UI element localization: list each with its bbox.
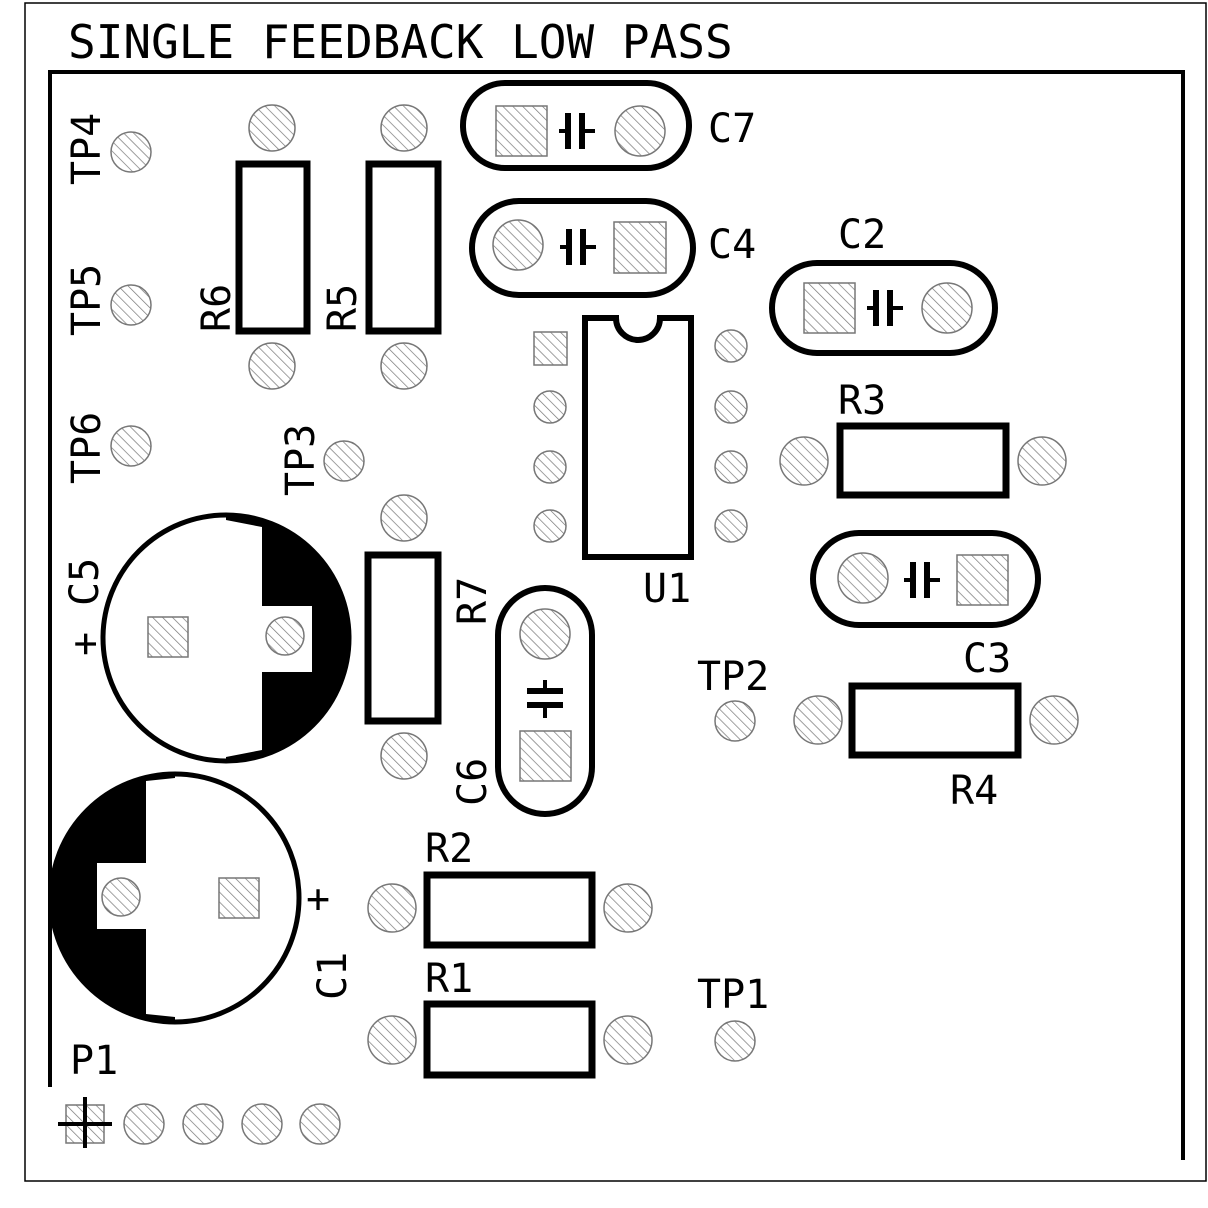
pad bbox=[380, 732, 428, 780]
capacitor-c4: C4 bbox=[469, 198, 756, 298]
pad bbox=[793, 695, 843, 745]
pad bbox=[323, 440, 365, 482]
pad-square bbox=[218, 877, 260, 919]
pad bbox=[714, 509, 748, 543]
pad bbox=[519, 608, 571, 660]
pad bbox=[1017, 436, 1067, 486]
pad bbox=[265, 616, 305, 656]
label-tp5: TP5 bbox=[64, 264, 110, 336]
pad-square bbox=[519, 730, 572, 782]
pad bbox=[492, 219, 544, 271]
label-tp1: TP1 bbox=[697, 972, 769, 1018]
label-u1: U1 bbox=[643, 566, 691, 612]
capacitor-c6: C6 bbox=[450, 585, 595, 817]
label-p1: P1 bbox=[70, 1038, 118, 1084]
resistor-r7: R7 bbox=[364, 494, 496, 780]
resistor-r4: R4 bbox=[793, 682, 1079, 814]
label-tp2: TP2 bbox=[697, 654, 769, 700]
label-tp6: TP6 bbox=[64, 412, 110, 484]
pad bbox=[182, 1103, 224, 1145]
polarity-plus-c1: + bbox=[306, 876, 330, 922]
pad bbox=[714, 450, 748, 484]
polarity-plus-c5: + bbox=[62, 632, 108, 656]
label-c1: C1 bbox=[310, 952, 356, 1000]
label-r5: R5 bbox=[320, 284, 366, 332]
label-r4: R4 bbox=[950, 768, 998, 814]
test-point-tp2: TP2 bbox=[697, 654, 769, 742]
label-r2: R2 bbox=[425, 826, 473, 872]
label-c4: C4 bbox=[708, 222, 756, 268]
pad bbox=[921, 282, 973, 334]
pad bbox=[110, 131, 152, 173]
label-tp3: TP3 bbox=[278, 424, 324, 496]
pad bbox=[779, 436, 829, 486]
pad-square bbox=[613, 221, 667, 274]
pad bbox=[248, 342, 296, 390]
label-r3: R3 bbox=[838, 378, 886, 424]
test-point-tp4: TP4 bbox=[64, 113, 152, 185]
pad bbox=[533, 450, 567, 484]
pad bbox=[603, 1015, 653, 1065]
pad bbox=[110, 425, 152, 467]
resistor-r6: R6 bbox=[194, 104, 311, 390]
pad bbox=[248, 104, 296, 152]
pad bbox=[123, 1103, 165, 1145]
pad bbox=[367, 883, 417, 933]
label-r1: R1 bbox=[425, 956, 473, 1002]
test-point-tp1: TP1 bbox=[697, 972, 769, 1062]
pad bbox=[110, 284, 152, 326]
pad bbox=[614, 105, 666, 157]
label-tp4: TP4 bbox=[64, 113, 110, 185]
capacitor-c1: + C1 bbox=[48, 771, 356, 1025]
pad bbox=[380, 494, 428, 542]
board-outline bbox=[48, 70, 1185, 1160]
resistor-r5: R5 bbox=[320, 104, 442, 390]
resistor-r2: R2 bbox=[367, 826, 653, 949]
pad bbox=[241, 1103, 283, 1145]
capacitor-c5: C5 + bbox=[62, 512, 352, 764]
label-r6: R6 bbox=[194, 284, 240, 332]
pad bbox=[367, 1015, 417, 1065]
pad bbox=[101, 877, 141, 917]
test-point-tp5: TP5 bbox=[64, 264, 152, 336]
pad bbox=[380, 104, 428, 152]
ic-u1: U1 bbox=[533, 315, 748, 612]
label-c2: C2 bbox=[838, 212, 886, 258]
resistor-r3: R3 bbox=[779, 378, 1067, 499]
capacitor-c7: C7 bbox=[460, 80, 756, 171]
test-point-tp6: TP6 bbox=[64, 412, 152, 484]
label-c7: C7 bbox=[708, 106, 756, 152]
label-c3: C3 bbox=[963, 636, 1011, 682]
pad bbox=[714, 700, 756, 742]
resistor-r1: R1 bbox=[367, 956, 653, 1079]
pad bbox=[837, 552, 889, 604]
pad bbox=[533, 390, 567, 424]
pad bbox=[299, 1103, 341, 1145]
pad bbox=[380, 342, 428, 390]
pad bbox=[1029, 695, 1079, 745]
connector-p1: P1 bbox=[58, 1038, 341, 1148]
capacitor-c3: C3 bbox=[810, 530, 1041, 682]
pad bbox=[603, 883, 653, 933]
capacitor-c2: C2 bbox=[769, 212, 998, 356]
pad-square bbox=[533, 331, 568, 366]
pad-square bbox=[495, 105, 548, 157]
pad bbox=[533, 509, 567, 543]
pad bbox=[714, 1020, 756, 1062]
label-c5: C5 bbox=[62, 558, 108, 606]
test-point-tp3: TP3 bbox=[278, 424, 365, 496]
pad-square bbox=[803, 282, 856, 334]
pad-square bbox=[147, 616, 189, 658]
label-r7: R7 bbox=[450, 577, 496, 625]
pad bbox=[714, 329, 748, 363]
board-edge bbox=[24, 2, 1207, 1182]
pad-square bbox=[956, 554, 1009, 606]
label-c6: C6 bbox=[450, 758, 496, 806]
board-title: SINGLE FEEDBACK LOW PASS bbox=[68, 15, 733, 69]
pad bbox=[714, 390, 748, 424]
